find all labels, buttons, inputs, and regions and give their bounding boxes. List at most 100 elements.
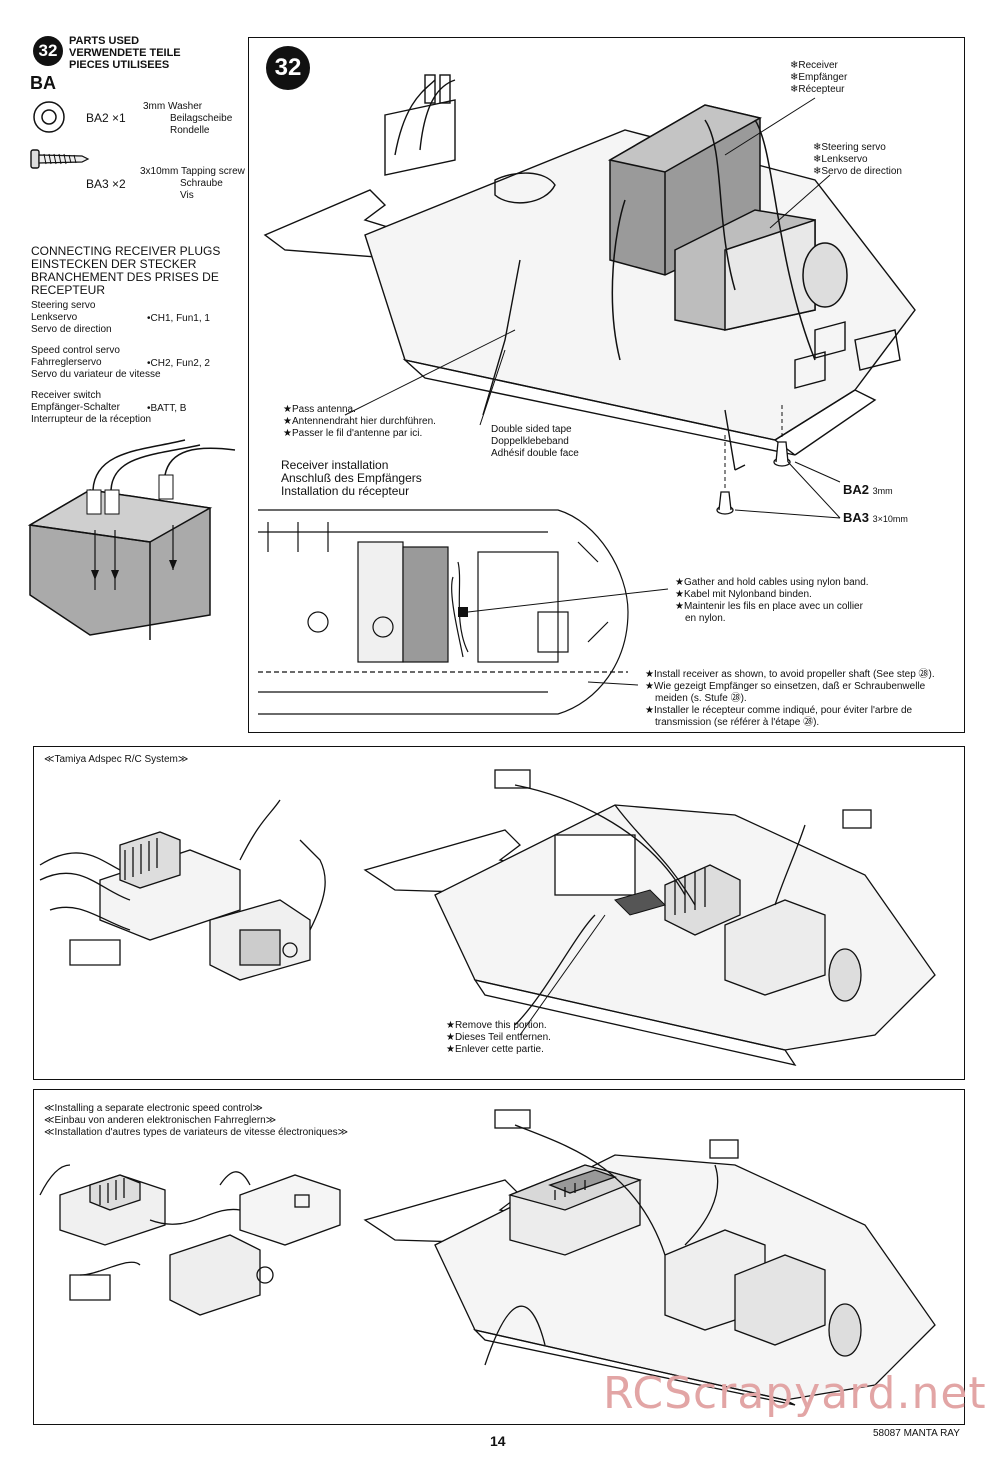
heading-line: Anschluß des Empfängers: [281, 471, 422, 485]
step-number-badge: 32: [33, 36, 63, 66]
double-sided-tape-note: Double sided tape Doppelklebeband Adhési…: [491, 424, 579, 460]
conn-channel: •CH2, Fun2, 2: [147, 358, 210, 369]
desc-line: Vis: [180, 190, 194, 201]
title-line: ≪Einbau von anderen elektronischen Fahrr…: [44, 1115, 277, 1126]
nylon-band-note: ★Gather and hold cables using nylon band…: [675, 577, 869, 625]
receiver-label: ❄Receiver ❄Empfänger ❄Récepteur: [790, 60, 847, 96]
watermark: RCScrapyard.net: [603, 1368, 987, 1419]
washer-icon: [33, 101, 65, 133]
bag-label: BA: [30, 73, 56, 93]
ba3-callout: BA3 3×10mm: [843, 510, 908, 525]
label-line: ❄Récepteur: [790, 84, 845, 95]
desc-line: Rondelle: [170, 125, 210, 136]
conn-name: Fahrreglerservo: [31, 357, 102, 368]
note-line: ★Enlever cette partie.: [446, 1044, 544, 1055]
esc-panel: [33, 1089, 965, 1425]
steering-servo-label: ❄Steering servo ❄Lenkservo ❄Servo de dir…: [813, 142, 902, 178]
callout-code: BA3: [843, 510, 870, 525]
label-line: ❄Steering servo: [813, 142, 886, 153]
screw-icon: [30, 149, 90, 169]
callout-size: 3×10mm: [872, 514, 908, 524]
note-line: Adhésif double face: [491, 448, 579, 459]
parts-heading-fr: PIECES UTILISEES: [69, 59, 170, 71]
part-code: BA2: [86, 111, 109, 125]
part-ba3-desc: 3x10mm Tapping screw Schraube Vis: [140, 166, 245, 202]
note-line: ★Install receiver as shown, to avoid pro…: [645, 669, 935, 680]
part-ba2-desc: 3mm Washer Beilagscheibe Rondelle: [143, 101, 232, 137]
note-line: ★Kabel mit Nylonband binden.: [675, 589, 812, 600]
receiver-install-heading: Receiver installation Anschluß des Empfä…: [281, 459, 422, 498]
conn-name: Steering servo: [31, 300, 96, 311]
connection-switch: Receiver switch Empfänger-Schalter Inter…: [31, 390, 241, 426]
adspec-panel: [33, 746, 965, 1080]
note-line: ★Remove this portion.: [446, 1020, 547, 1031]
adspec-title: ≪Tamiya Adspec R/C System≫: [44, 754, 189, 765]
remove-portion-note: ★Remove this portion. ★Dieses Teil entfe…: [446, 1020, 551, 1056]
note-line: Double sided tape: [491, 424, 572, 435]
parts-heading-en: PARTS USED: [69, 35, 140, 47]
note-line: ★Maintenir les fils en place avec un col…: [675, 601, 863, 612]
connect-heading-line: BRANCHEMENT DES PRISES DE: [31, 270, 219, 284]
desc-line: Schraube: [180, 178, 223, 189]
step-32-panel: [248, 37, 965, 733]
connect-heading-line: EINSTECKEN DER STECKER: [31, 257, 197, 271]
desc-line: 3mm Washer: [143, 101, 203, 112]
chassis-receiver-diagram: [263, 74, 916, 519]
conn-name: Servo de direction: [31, 324, 112, 335]
label-line: ❄Receiver: [790, 60, 838, 71]
note-line: Doppelklebeband: [491, 436, 569, 447]
note-line: meiden (s. Stufe ㉘).: [655, 693, 747, 704]
note-line: ★Wie gezeigt Empfänger so einsetzen, daß…: [645, 681, 926, 692]
receiver-plug-illustration: [27, 439, 236, 640]
parts-used-heading: PARTS USED VERWENDETE TEILE PIECES UTILI…: [69, 35, 181, 71]
part-ba3-code: BA3 ×2: [86, 178, 126, 190]
title-line: ≪Installation d'autres types de variateu…: [44, 1127, 349, 1138]
note-line: ★Installer le récepteur comme indiqué, p…: [645, 705, 913, 716]
esc-title: ≪Installing a separate electronic speed …: [44, 1103, 348, 1139]
callout-code: BA2: [843, 482, 870, 497]
note-line: transmission (se référer à l'étape ㉘).: [655, 717, 820, 728]
part-ba2-code: BA2 ×1: [86, 112, 126, 124]
callout-size: 3mm: [872, 486, 893, 496]
adspec-components-illustration: [39, 799, 326, 981]
conn-channel: •BATT, B: [147, 403, 187, 414]
connection-steering: Steering servo Lenkservo Servo de direct…: [31, 300, 241, 336]
connect-heading: CONNECTING RECEIVER PLUGS EINSTECKEN DER…: [31, 245, 220, 297]
note-line: ★Gather and hold cables using nylon band…: [675, 577, 869, 588]
conn-name: Empfänger-Schalter: [31, 402, 120, 413]
model-label: 58087 MANTA RAY: [873, 1428, 960, 1439]
note-line: en nylon.: [685, 613, 726, 624]
conn-name: Servo du variateur de vitesse: [31, 369, 161, 380]
esc-components-illustration: [39, 1164, 341, 1316]
part-code: BA3: [86, 177, 109, 191]
connection-speed-control: Speed control servo Fahrreglerservo Serv…: [31, 345, 241, 381]
note-line: ★Antennendraht hier durchführen.: [283, 416, 436, 427]
label-line: ❄Servo de direction: [813, 166, 902, 177]
connect-heading-line: RECEPTEUR: [31, 283, 106, 297]
heading-line: Receiver installation: [281, 458, 389, 472]
conn-name: Speed control servo: [31, 345, 120, 356]
antenna-note: ★Pass antenna. ★Antennendraht hier durch…: [283, 404, 436, 440]
note-line: ★Passer le fil d'antenne par ici.: [283, 428, 423, 439]
note-line: ★Dieses Teil entfernen.: [446, 1032, 551, 1043]
heading-line: Installation du récepteur: [281, 484, 410, 498]
connect-heading-line: CONNECTING RECEIVER PLUGS: [31, 244, 221, 258]
parts-heading-de: VERWENDETE TEILE: [69, 47, 181, 59]
part-qty: ×2: [112, 177, 126, 191]
page-number: 14: [490, 1433, 506, 1449]
desc-line: 3x10mm Tapping screw: [140, 166, 245, 177]
step-number-badge-large: 32: [266, 46, 310, 90]
conn-name: Receiver switch: [31, 390, 102, 401]
part-qty: ×1: [112, 111, 126, 125]
note-line: ★Pass antenna.: [283, 404, 356, 415]
title-line: ≪Installing a separate electronic speed …: [44, 1103, 263, 1114]
ba2-callout: BA2 3mm: [843, 482, 893, 497]
label-line: ❄Lenkservo: [813, 154, 868, 165]
conn-channel: •CH1, Fun1, 1: [147, 313, 210, 324]
desc-line: Beilagscheibe: [170, 113, 233, 124]
receiver-topview-diagram: [258, 509, 669, 715]
adspec-chassis-diagram: [363, 769, 936, 1066]
conn-name: Lenkservo: [31, 312, 78, 323]
propeller-shaft-note: ★Install receiver as shown, to avoid pro…: [645, 669, 935, 729]
label-line: ❄Empfänger: [790, 72, 848, 83]
